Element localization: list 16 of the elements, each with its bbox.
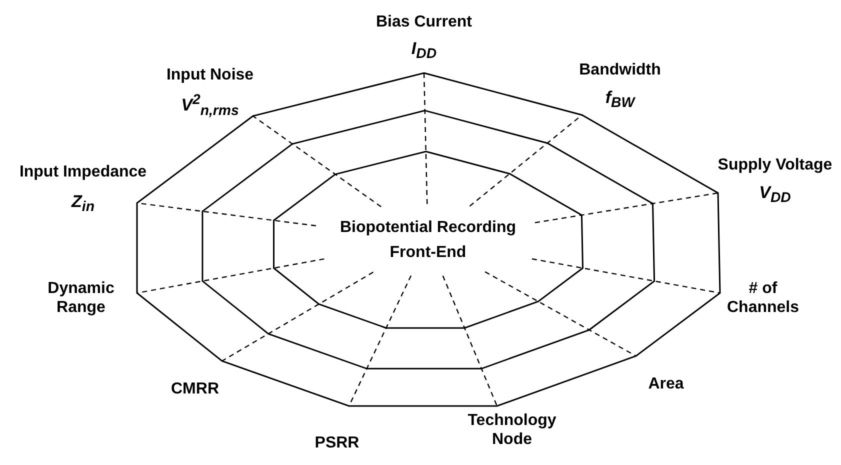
symbol-label: I$_{DD}$ [411, 38, 437, 64]
center-label: Biopotential Recording Front-End [318, 216, 538, 266]
symbol-label: Z$_{in}$ [72, 192, 94, 216]
axis-label: Area [648, 374, 684, 394]
axis-label: CMRR [171, 379, 219, 399]
axis-label: Technology Node [466, 410, 558, 450]
axis-label: Bias Current [376, 12, 472, 32]
axis-label: Bandwidth [579, 60, 661, 80]
axis-label: Supply Voltage [718, 155, 832, 175]
axis-label: Input Noise [166, 65, 254, 85]
axis-label: Dynamic Range [46, 278, 116, 318]
axis-label: Input Impedance [19, 162, 147, 182]
axis-label: # of Channels [726, 278, 800, 318]
symbol-label: f$_{BW}$ [605, 88, 635, 112]
symbol-label: V$_{DD}$ [759, 182, 791, 208]
axis-label: PSRR [314, 433, 360, 453]
